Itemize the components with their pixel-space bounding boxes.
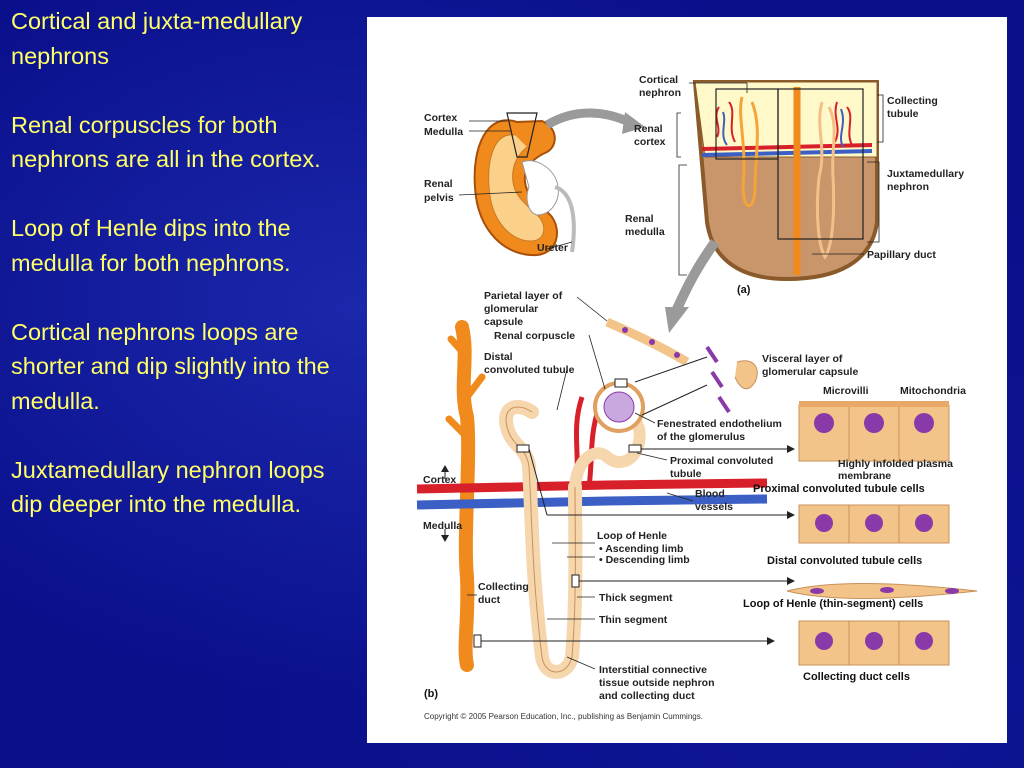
label-blood-1: Blood xyxy=(695,488,725,500)
renal-pelvis-shape xyxy=(521,160,559,216)
caption-dct-cells: Distal convoluted tubule cells xyxy=(767,555,922,567)
label-mitochondria: Mitochondria xyxy=(900,385,966,397)
kidney-wedge-outline xyxy=(506,112,538,158)
parietal-layer-cells xyxy=(605,317,690,366)
label-cortex-b: Cortex xyxy=(423,474,456,486)
panel-label-a: (a) xyxy=(737,284,751,296)
label-renal-pelvis-1: Renal xyxy=(424,178,453,190)
label-cortical-nephron-2: nephron xyxy=(639,87,681,99)
label-infolded-1: Highly infolded plasma xyxy=(838,458,953,470)
loop-of-henle-shape xyxy=(499,400,583,679)
label-papillary-duct: Papillary duct xyxy=(867,249,936,261)
loop-cells-illustration xyxy=(786,583,978,599)
label-distal-2: convoluted tubule xyxy=(484,364,575,376)
label-juxtamedullary-1: Juxtamedullary xyxy=(887,168,964,180)
slide-text: Cortical and juxta-medullary nephrons Re… xyxy=(11,4,356,556)
kidney-medulla xyxy=(488,134,545,242)
label-parietal-1: Parietal layer of xyxy=(484,290,563,302)
label-proximal-1: Proximal convoluted xyxy=(670,455,773,467)
visceral-podocyte xyxy=(734,360,758,390)
label-collecting-1: Collecting xyxy=(478,581,529,593)
kidney-section xyxy=(458,112,576,257)
label-parietal-3: capsule xyxy=(484,316,523,328)
caption-pct-cells: Proximal convoluted tubule cells xyxy=(753,483,925,495)
collecting-duct-shape xyxy=(455,320,476,672)
label-thin-segment: Thin segment xyxy=(599,614,668,626)
label-cortex-a: Cortex xyxy=(424,112,457,124)
label-collecting-tubule-1: Collecting xyxy=(887,95,938,107)
label-renal-pelvis-2: pelvis xyxy=(424,192,454,204)
arrow-head-a xyxy=(622,112,645,134)
label-infolded-2: membrane xyxy=(838,470,891,482)
cd-cells-illustration xyxy=(798,620,950,666)
label-fenestrated-1: Fenestrated endothelium xyxy=(657,418,782,430)
arrow-to-nephron xyxy=(672,239,720,312)
panel-label-b: (b) xyxy=(424,688,438,700)
label-ureter: Ureter xyxy=(537,242,568,254)
label-renal-corpuscle: Renal corpuscle xyxy=(494,330,575,342)
label-microvilli: Microvilli xyxy=(823,385,869,397)
label-interstitial-3: and collecting duct xyxy=(599,690,695,702)
diagram-panel: Cortex Medulla Renal pelvis Ureter Corti… xyxy=(367,17,1007,743)
nephron-detail xyxy=(416,317,795,679)
label-fenestrated-2: of the glomerulus xyxy=(657,431,745,443)
slide-title: Cortical and juxta-medullary nephrons xyxy=(11,8,303,69)
nephron-diagram: Cortex Medulla Renal pelvis Ureter Corti… xyxy=(416,74,978,721)
bullet-renal-corpuscles: Renal corpuscles for both nephrons are a… xyxy=(11,111,321,173)
label-blood-2: vessels xyxy=(695,501,733,513)
label-interstitial-1: Interstitial connective xyxy=(599,664,707,676)
label-descending: • Descending limb xyxy=(599,554,690,566)
caption-cd-cells: Collecting duct cells xyxy=(803,671,910,683)
label-visceral-1: Visceral layer of xyxy=(762,353,843,365)
bullet-cortical-nephrons: Cortical nephrons loops are shorter and … xyxy=(11,318,330,414)
label-collecting-2: duct xyxy=(478,594,501,606)
copyright-notice: Copyright © 2005 Pearson Education, Inc.… xyxy=(424,712,703,721)
label-distal-1: Distal xyxy=(484,351,513,363)
label-renal-cortex-2: cortex xyxy=(634,136,666,148)
label-proximal-2: tubule xyxy=(670,468,702,480)
arrow-to-wedge xyxy=(544,108,631,129)
label-thick-segment: Thick segment xyxy=(599,592,673,604)
label-visceral-2: glomerular capsule xyxy=(762,366,858,378)
label-interstitial-2: tissue outside nephron xyxy=(599,677,715,689)
label-collecting-tubule-2: tubule xyxy=(887,108,919,120)
vein-shape xyxy=(416,494,768,510)
label-cortical-nephron-1: Cortical xyxy=(639,74,678,86)
label-renal-medulla-2: medulla xyxy=(625,226,665,238)
dct-cells-illustration xyxy=(798,504,950,544)
bullet-juxtamedullary: Juxtamedullary nephron loops dip deeper … xyxy=(11,456,325,518)
label-renal-medulla-1: Renal xyxy=(625,213,654,225)
arrow-head-b xyxy=(665,307,689,333)
label-renal-cortex-1: Renal xyxy=(634,123,663,135)
label-medulla-b: Medulla xyxy=(423,520,462,532)
glomerulus-shape xyxy=(603,391,635,423)
ureter-shape xyxy=(554,185,576,253)
label-juxtamedullary-2: nephron xyxy=(887,181,929,193)
wedge-section xyxy=(692,80,879,282)
label-medulla-a: Medulla xyxy=(424,126,463,138)
label-loop-henle: Loop of Henle xyxy=(597,530,667,542)
caption-loop-cells: Loop of Henle (thin-segment) cells xyxy=(743,598,923,610)
pct-cells-illustration xyxy=(798,401,950,462)
artery-shape xyxy=(416,478,768,494)
label-parietal-2: glomerular xyxy=(484,303,538,315)
bullet-loop-of-henle: Loop of Henle dips into the medulla for … xyxy=(11,215,291,276)
label-ascending: • Ascending limb xyxy=(599,543,683,555)
